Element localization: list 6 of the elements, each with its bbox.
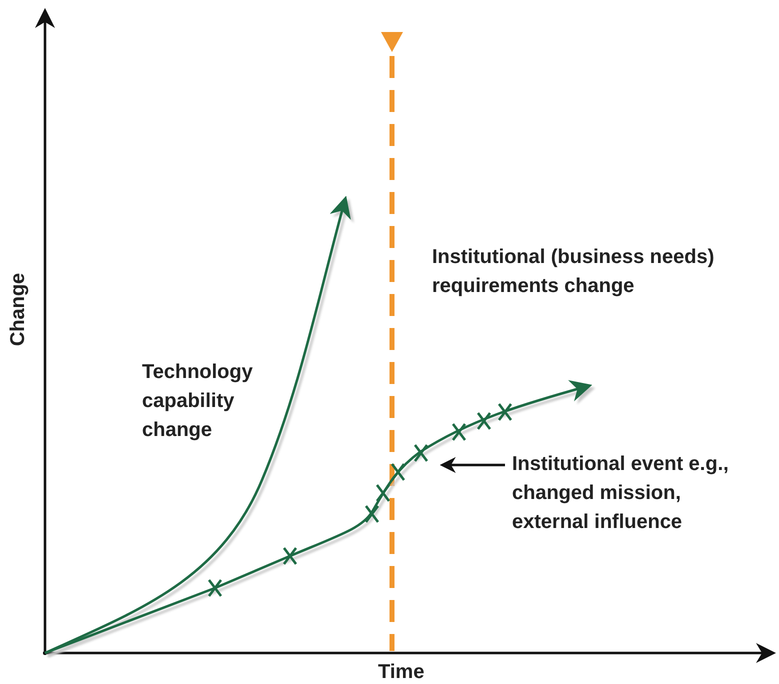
annotation-text: Institutional (business needs) requirements change — [432, 245, 716, 299]
annotation-text: Institutional event e.g., changed mission, external influence — [512, 450, 750, 537]
curve-label: Technology capability change — [142, 360, 254, 443]
leader-arrow — [440, 457, 505, 473]
axis-label: Time — [378, 660, 424, 684]
axis-label: Change — [6, 272, 30, 346]
